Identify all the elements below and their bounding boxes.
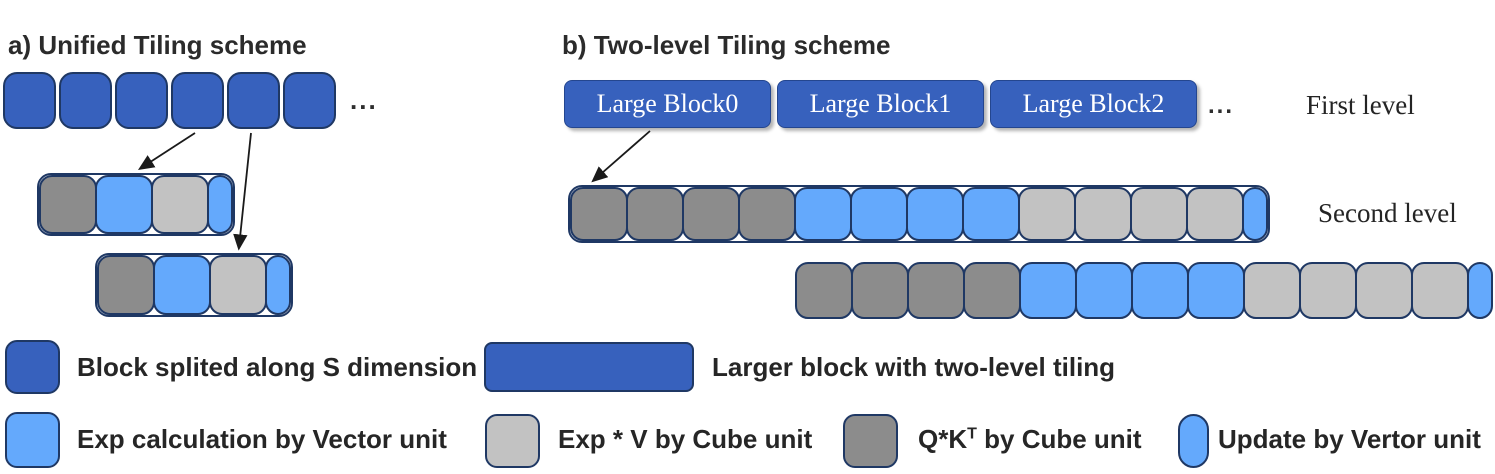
tile-lgray [1243, 262, 1301, 319]
legend-label-exp-v: Exp * V by Cube unit [558, 424, 813, 454]
tile-nblue [207, 175, 233, 234]
tile-dark [283, 72, 336, 129]
tile-lgray [1299, 262, 1357, 319]
legend-swatch-light-gray-square [485, 414, 540, 468]
tile-dark [3, 72, 56, 129]
tile-blue [906, 187, 964, 241]
panel-a-title: a) Unified Tiling scheme [8, 30, 307, 60]
tile-blue [850, 187, 908, 241]
tile-lgray [151, 175, 209, 234]
panel-b-ellipsis: ... [1208, 92, 1235, 119]
arrow-block4-to-row1 [137, 132, 196, 170]
arrow-largeblock0-to-second-level [591, 130, 651, 183]
tile-gray [97, 255, 155, 315]
legend-label-qkt-post: by Cube unit [976, 424, 1142, 454]
legend-label-exp-calculation: Exp calculation by Vector unit [77, 424, 447, 454]
tile-gray [738, 187, 796, 241]
legend-label-qkt-sup: T [967, 425, 977, 443]
tile-gray [795, 262, 853, 319]
tile-gray [682, 187, 740, 241]
first-level-label: First level [1306, 90, 1415, 120]
legend-label-qkt: Q*KT by Cube unit [918, 424, 1142, 455]
tile-blue [1187, 262, 1245, 319]
large-block-1: Large Block1 [777, 80, 984, 128]
legend-label-larger-block: Larger block with two-level tiling [712, 352, 1116, 382]
tile-blue [1019, 262, 1077, 319]
tile-gray [626, 187, 684, 241]
panel-a-sub-row-1 [37, 173, 235, 236]
tile-blue [794, 187, 852, 241]
panel-b-offset-row [795, 262, 1493, 319]
tile-nblue [1467, 262, 1493, 319]
tile-dark [227, 72, 280, 129]
panel-b-title: b) Two-level Tiling scheme [562, 30, 891, 60]
tile-dark [171, 72, 224, 129]
tile-blue [1131, 262, 1189, 319]
tile-nblue [1242, 187, 1268, 241]
legend-swatch-light-blue-pill [1178, 414, 1209, 468]
tile-blue [1075, 262, 1133, 319]
legend-swatch-gray-square [843, 414, 898, 468]
panel-a-ellipsis: ... [350, 85, 378, 115]
tile-lgray [209, 255, 267, 315]
tile-gray [570, 187, 628, 241]
tile-lgray [1130, 187, 1188, 241]
tile-lgray [1186, 187, 1244, 241]
tile-lgray [1074, 187, 1132, 241]
tile-dark [115, 72, 168, 129]
second-level-label: Second level [1318, 198, 1457, 228]
tile-gray [963, 262, 1021, 319]
panel-b-second-level-row [568, 185, 1270, 243]
legend-label-update: Update by Vertor unit [1218, 424, 1481, 454]
tile-gray [851, 262, 909, 319]
tile-gray [907, 262, 965, 319]
legend-swatch-dark-blue-square [5, 340, 60, 394]
panel-b-large-row: Large Block0 Large Block1 Large Block2 [564, 80, 1197, 128]
tile-gray [39, 175, 97, 234]
tile-dark [59, 72, 112, 129]
legend-swatch-dark-blue-wide [484, 342, 694, 392]
tile-blue [962, 187, 1020, 241]
tile-nblue [265, 255, 291, 315]
large-block-2: Large Block2 [990, 80, 1197, 128]
tile-lgray [1411, 262, 1469, 319]
legend-label-qkt-pre: Q*K [918, 424, 968, 454]
tile-lgray [1018, 187, 1076, 241]
legend-swatch-light-blue-square [5, 412, 60, 468]
panel-a-sub-row-2 [95, 253, 293, 317]
tile-blue [95, 175, 153, 234]
panel-a-top-row [3, 72, 336, 129]
tile-lgray [1355, 262, 1413, 319]
tile-blue [153, 255, 211, 315]
legend-label-block-splited: Block splited along S dimension [77, 352, 478, 382]
large-block-0: Large Block0 [564, 80, 771, 128]
arrow-block5-to-row2 [233, 132, 252, 251]
